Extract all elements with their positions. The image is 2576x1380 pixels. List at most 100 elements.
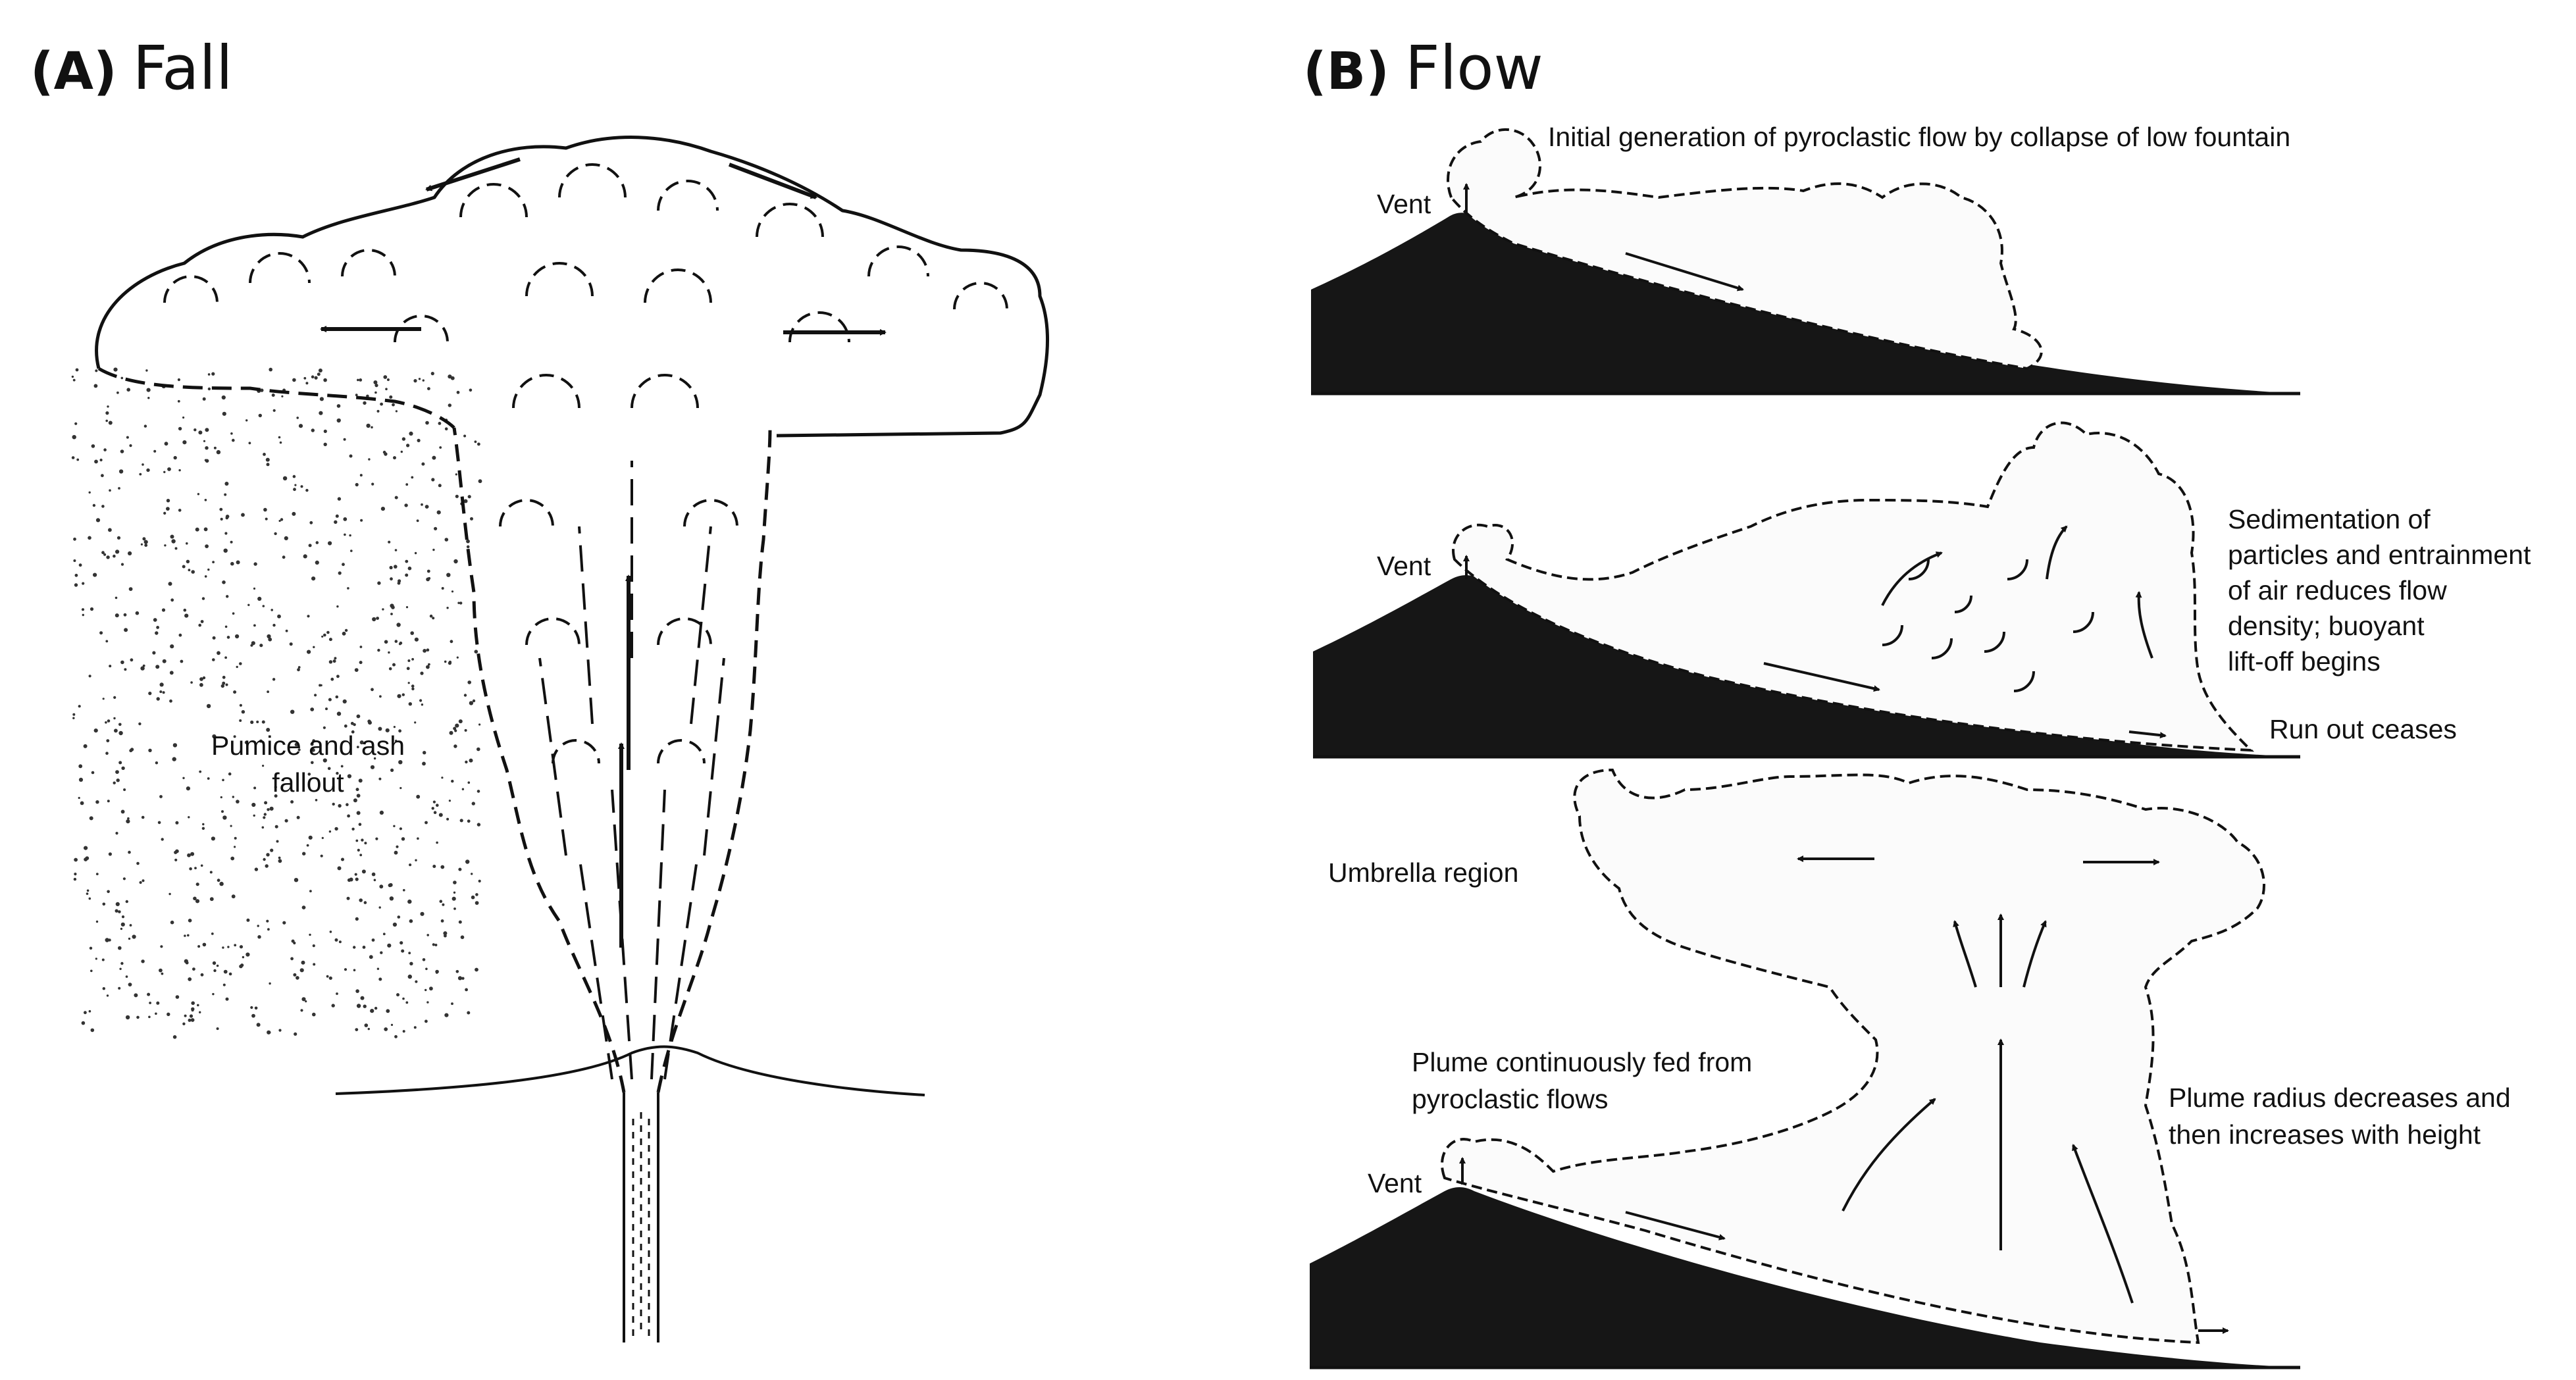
fallout-dot — [407, 566, 412, 571]
fallout-dot — [126, 436, 129, 439]
fallout-dot — [405, 483, 409, 486]
fallout-dot — [321, 635, 324, 638]
fallout-dot — [186, 559, 190, 563]
fallout-dot — [297, 668, 300, 672]
fallout-dot — [382, 933, 386, 936]
fallout-dot — [411, 684, 415, 688]
fallout-dot — [307, 615, 310, 618]
fallout-dot — [182, 440, 187, 445]
fallout-dot — [356, 746, 359, 748]
fallout-dot — [246, 918, 250, 922]
fallout-dot — [378, 977, 382, 981]
fallout-dot — [230, 540, 233, 544]
fallout-dot — [188, 1018, 192, 1022]
fallout-dot — [146, 468, 150, 473]
fallout-dot — [184, 934, 186, 937]
fallout-dot — [120, 660, 124, 665]
fallout-dot — [263, 816, 266, 819]
fallout-dot — [354, 668, 359, 672]
fallout-dot — [475, 967, 478, 972]
fallout-dot — [281, 395, 284, 397]
fallout-dot — [310, 742, 314, 746]
fallout-dot — [308, 835, 313, 840]
fallout-dot — [328, 541, 332, 546]
fallout-dot — [95, 369, 98, 372]
fallout-dot — [328, 638, 332, 642]
fallout-dot — [239, 964, 243, 969]
fallout-dot — [253, 624, 256, 627]
fallout-dot — [253, 562, 257, 566]
fallout-dot — [284, 536, 288, 541]
fallout-dot — [478, 879, 481, 882]
fallout-dot — [478, 479, 482, 484]
fallout-dot — [355, 989, 359, 993]
fallout-dot — [359, 646, 363, 648]
fallout-dot — [469, 701, 474, 705]
fallout-dot — [161, 838, 164, 841]
fallout-dot — [453, 891, 456, 894]
fallout-dot — [279, 441, 282, 444]
fallout-dot — [135, 611, 140, 615]
fallout-dot — [272, 409, 276, 412]
fallout-dot — [395, 740, 398, 742]
fallout-dot — [458, 867, 462, 871]
fallout-dot — [118, 986, 121, 990]
fallout-dot — [209, 871, 213, 874]
fallout-dot — [453, 881, 457, 884]
fallout-dot — [429, 986, 433, 991]
fallout-dot — [101, 958, 105, 961]
fallout-dot — [387, 943, 392, 948]
fallout-dot — [453, 907, 456, 910]
fallout-dot — [344, 533, 346, 536]
fallout-dot — [431, 478, 435, 482]
fallout-dot — [148, 1015, 151, 1019]
fallout-dot — [166, 499, 170, 503]
fallout-dot — [223, 548, 228, 553]
fallout-dot — [188, 816, 190, 819]
fallout-dot — [93, 573, 97, 577]
fallout-dot — [328, 660, 333, 664]
fallout-dot — [469, 388, 473, 392]
fallout-dot — [439, 900, 443, 903]
fallout-dot — [471, 873, 473, 875]
fallout-dot — [109, 489, 111, 492]
fallout-dot — [129, 749, 133, 753]
fallout-dot — [159, 690, 163, 694]
fallout-dot — [385, 728, 390, 732]
fallout-dot — [406, 667, 410, 671]
fallout-dot — [296, 417, 299, 419]
fallout-dot — [314, 694, 317, 697]
fallout-dot — [118, 723, 122, 727]
fallout-dot — [204, 459, 207, 462]
fallout-dot — [125, 975, 128, 978]
fallout-dot — [129, 924, 132, 927]
fallout-dot — [374, 391, 377, 394]
fallout-dot — [475, 893, 478, 896]
fallout-dot — [290, 709, 295, 714]
fallout-dot — [217, 879, 220, 882]
fallout-dot — [207, 373, 211, 376]
flow-stage-2 — [1313, 421, 2300, 759]
fallout-dot — [213, 446, 217, 449]
fallout-dot — [157, 821, 161, 825]
fallout-dot — [409, 961, 413, 966]
fallout-dot — [102, 987, 105, 990]
fallout-dot — [303, 554, 307, 559]
fallout-dot — [394, 640, 398, 643]
fallout-dot — [402, 1030, 405, 1033]
fallout-dot — [334, 827, 338, 831]
fallout-dot — [234, 944, 237, 947]
fallout-dot — [225, 683, 228, 686]
fallout-dot — [80, 801, 84, 805]
fallout-dot — [364, 842, 367, 845]
fallout-dot — [189, 1014, 193, 1018]
fallout-dot — [389, 395, 393, 399]
fallout-dot — [357, 848, 360, 852]
fallout-dot — [436, 804, 439, 807]
fallout-dot — [467, 781, 471, 784]
fallout-dot — [250, 720, 254, 725]
fallout-dot — [349, 454, 353, 458]
fallout-dot — [382, 608, 384, 611]
fallout-dot — [426, 1001, 429, 1004]
fallout-dot — [266, 728, 270, 732]
